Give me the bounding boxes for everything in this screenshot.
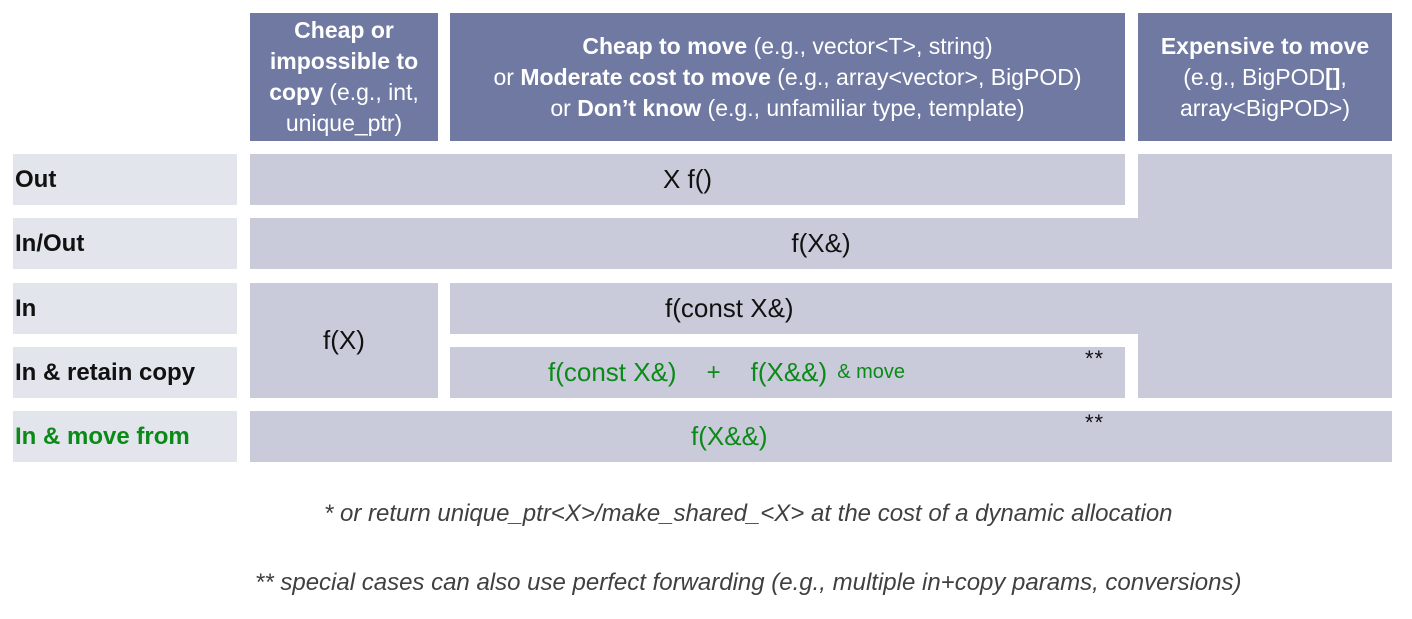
- cell-in-by-value: f(X): [250, 283, 438, 398]
- row-label-in-retain-copy: In & retain copy: [13, 347, 237, 398]
- header-col2-l3-bold: Don’t know: [577, 94, 702, 121]
- header-col1-line3-bold: copy: [269, 79, 323, 105]
- row-label-out: Out: [13, 154, 237, 205]
- cell-retain-copy: f(const X&) + f(X&&) & move: [450, 347, 1125, 398]
- header-cheap-to-copy: Cheap or impossible to copy (e.g., int, …: [250, 13, 438, 141]
- header-col1-line1: Cheap or: [294, 17, 394, 43]
- cell-move-from: f(X&&): [250, 411, 1392, 462]
- header-col2-l1-bold: Cheap to move: [582, 32, 748, 59]
- header-col3-line2-rest: ,: [1340, 63, 1347, 90]
- row-label-in-move-from: In & move from: [13, 411, 237, 462]
- footnote-perfect-forwarding: ** special cases can also use perfect fo…: [255, 569, 1242, 596]
- header-col2-l2-rest: (e.g., array<vector>, BigPOD): [770, 63, 1082, 90]
- header-col1-line4: unique_ptr): [285, 110, 403, 136]
- header-col2-l3-rest: (e.g., unfamiliar type, template): [701, 94, 1025, 121]
- retain-move-note: & move: [837, 361, 905, 383]
- cell-in-const-ref: f(const X&): [450, 283, 1392, 334]
- retain-rvalue-overload: f(X&&): [750, 357, 828, 387]
- retain-stars-marker: **: [1085, 346, 1105, 371]
- header-col3-line1: Expensive to move: [1160, 32, 1370, 59]
- header-col1-line2: impossible to: [269, 48, 419, 74]
- header-col3-line2-pre: (e.g., BigPOD: [1183, 63, 1326, 90]
- cell-in-const-ref-text: f(const X&): [665, 293, 794, 323]
- header-cheap-moderate-unknown: Cheap to move (e.g., vector<T>, string) …: [450, 13, 1125, 141]
- header-col1-line3-rest: (e.g., int,: [322, 79, 419, 105]
- move-stars-marker: **: [1085, 410, 1105, 435]
- cell-out: X f(): [250, 154, 1125, 205]
- header-col2-l1-rest: (e.g., vector<T>, string): [747, 32, 993, 59]
- header-col2-l2-bold: Moderate cost to move: [520, 63, 771, 90]
- header-col3-line3: array<BigPOD>): [1179, 94, 1350, 121]
- row-label-inout: In/Out: [13, 218, 237, 269]
- footnote-dynamic-allocation: * or return unique_ptr<X>/make_shared_<X…: [324, 500, 1173, 527]
- retain-plus: +: [706, 358, 721, 386]
- header-expensive-to-move: Expensive to move (e.g., BigPOD[], array…: [1138, 13, 1392, 141]
- cell-inout: f(X&): [250, 218, 1392, 269]
- cell-move-from-text: f(X&&): [691, 421, 768, 451]
- header-col2-l3-pre: or: [550, 94, 578, 121]
- retain-const-overload: f(const X&): [548, 357, 677, 387]
- header-col3-line2-bold: []: [1325, 63, 1341, 90]
- header-col2-l2-pre: or: [493, 63, 521, 90]
- row-label-in: In: [13, 283, 237, 334]
